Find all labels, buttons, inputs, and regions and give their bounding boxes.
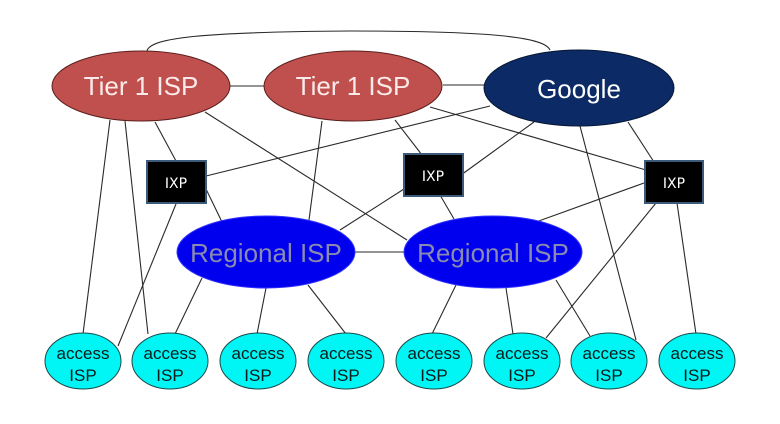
tier1-isp-node-b: Tier 1 ISP [263,50,443,122]
ixp-mid-shape [403,153,464,197]
regional-isp-b-shape [403,215,583,289]
access-isp-2-label-line2: ISP [244,366,271,385]
link-regional-a-access-3 [307,284,347,335]
link-ixp-right-regional-b [535,182,645,223]
link-tier1-a-google [146,30,551,52]
link-tier1-b-regional-a [308,120,323,221]
access-isp-0-shape [44,332,122,390]
link-regional-a-access-1 [174,277,203,335]
access-isp-5-label-line1: access [496,344,549,363]
access-isp-node-5: access ISP [483,332,561,390]
access-isp-0-label-line1: access [57,344,110,363]
tier1-isp-a-label: Tier 1 ISP [84,71,199,101]
link-ixp-right-access-5 [545,202,657,339]
access-isp-node-2: access ISP [219,332,297,390]
ixp-node-left: IXP [146,160,207,204]
ixp-right-label: IXP [663,176,685,192]
regional-isp-node-b: Regional ISP [403,215,583,289]
tier1-isp-a-shape [51,50,231,122]
ixp-left-label: IXP [165,176,187,192]
link-tier1-a-regional-b [204,111,408,241]
link-regional-b-access-6 [555,279,591,337]
link-regional-b-access-5 [505,287,514,335]
ixp-node-mid: IXP [403,153,464,197]
access-isp-7-shape [658,332,736,390]
regional-isp-a-label: Regional ISP [190,238,342,268]
access-isp-6-label-line1: access [583,344,636,363]
links-layer [82,30,697,347]
access-isp-node-1: access ISP [131,332,209,390]
regional-isp-b-label: Regional ISP [417,238,569,268]
access-isp-2-label-line1: access [232,344,285,363]
tier1-isp-b-shape [263,50,443,122]
link-google-ixp-left [205,105,491,177]
access-isp-5-shape [483,332,561,390]
link-regional-a-access-2 [256,287,267,335]
access-isp-7-label-line2: ISP [683,366,710,385]
access-isp-node-3: access ISP [307,332,385,390]
access-isp-5-label-line2: ISP [508,366,535,385]
google-node: Google [483,49,675,127]
access-isp-3-label-line1: access [320,344,373,363]
access-isp-4-label-line1: access [408,344,461,363]
link-ixp-left-regional-a [205,188,223,223]
link-tier1-a-access-0 [82,119,111,335]
link-google-ixp-mid [460,121,535,176]
regional-isp-node-a: Regional ISP [176,215,356,289]
access-isp-6-shape [570,332,648,390]
access-isp-node-7: access ISP [658,332,736,390]
access-isp-7-label-line1: access [671,344,724,363]
link-ixp-mid-regional-a [339,188,405,231]
link-google-access-6 [579,125,637,341]
access-isp-2-shape [219,332,297,390]
ixp-node-right: IXP [644,160,704,204]
access-isp-1-label-line2: ISP [156,366,183,385]
access-isp-1-shape [131,332,209,390]
google-shape [483,49,675,127]
access-isp-6-label-line2: ISP [595,366,622,385]
access-isp-1-label-line1: access [144,344,197,363]
link-google-ixp-right [627,121,655,163]
link-tier1-a-access-1 [124,120,149,335]
link-ixp-right-access-7 [676,202,697,335]
access-isp-node-0: access ISP [44,332,122,390]
access-isp-4-label-line2: ISP [420,366,447,385]
access-isp-node-4: access ISP [395,332,473,390]
ixp-mid-label: IXP [422,169,444,185]
access-isp-row: access ISP access ISP access ISP access … [44,332,736,390]
access-isp-node-6: access ISP [570,332,648,390]
link-tier1-a-ixp-left [154,121,177,162]
ixp-right-shape [644,160,704,204]
access-isp-3-shape [307,332,385,390]
link-tier1-b-ixp-right [429,106,647,171]
link-regional-b-access-4 [431,284,457,335]
tier1-isp-node-a: Tier 1 ISP [51,50,231,122]
google-label: Google [537,74,621,104]
link-tier1-b-ixp-mid [394,119,423,156]
ixp-left-shape [146,160,207,204]
regional-isp-a-shape [176,215,356,289]
access-isp-4-shape [395,332,473,390]
link-ixp-left-access-0 [117,203,177,347]
link-ixp-mid-regional-b [439,194,455,220]
access-isp-0-label-line2: ISP [69,366,96,385]
access-isp-3-label-line2: ISP [332,366,359,385]
tier1-isp-b-label: Tier 1 ISP [296,71,411,101]
